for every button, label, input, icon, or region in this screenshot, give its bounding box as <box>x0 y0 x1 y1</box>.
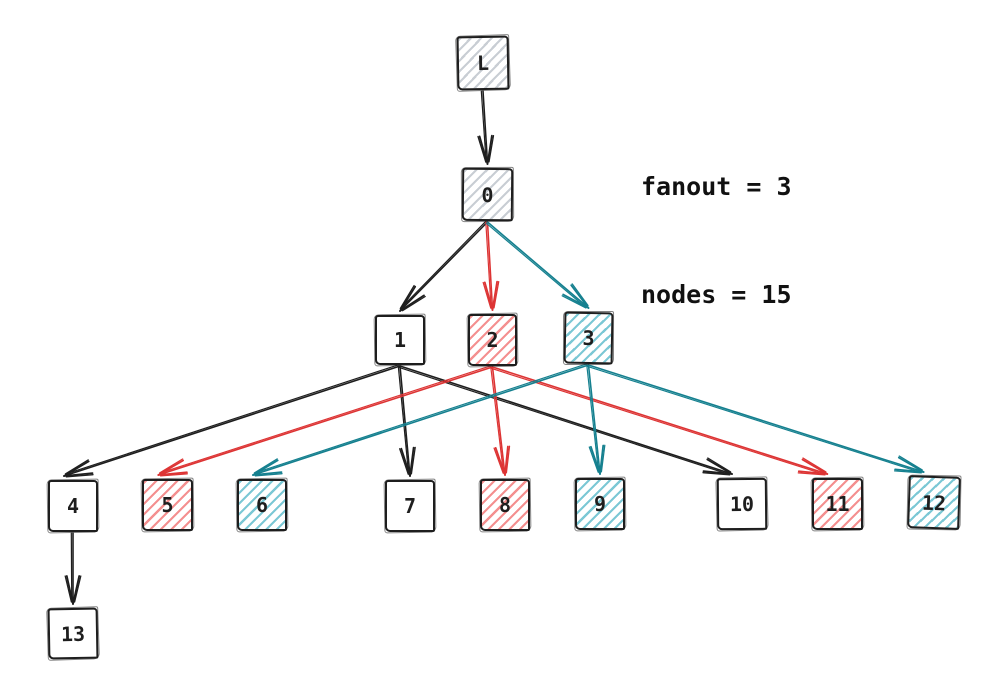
node-7: 7 <box>385 480 435 532</box>
node-label: 7 <box>403 494 417 518</box>
node-label: 1 <box>393 328 407 352</box>
edge-1-10 <box>398 365 733 476</box>
annotation-nodes: nodes = 15 <box>641 280 792 309</box>
node-9: 9 <box>575 478 625 530</box>
edge-0-3 <box>485 221 590 309</box>
node-label: 5 <box>161 493 174 517</box>
node-0: 0 <box>461 167 514 222</box>
node-8: 8 <box>480 479 530 531</box>
node-label: 12 <box>921 490 947 515</box>
edge-3-9 <box>586 364 606 475</box>
node-12: 12 <box>907 475 961 530</box>
node-label: L <box>476 50 490 76</box>
edge-3-12 <box>587 364 925 474</box>
edge-3-6 <box>252 362 590 477</box>
node-label: 11 <box>825 492 850 516</box>
edge-2-8 <box>490 366 511 476</box>
edge-2-11 <box>491 366 829 476</box>
node-5: 5 <box>142 479 193 531</box>
node-label: 6 <box>255 493 269 517</box>
node-label: 10 <box>729 491 755 517</box>
edge-1-4 <box>63 363 401 478</box>
node-L: L <box>456 35 510 91</box>
node-13: 13 <box>47 607 99 660</box>
edge-1-7 <box>397 365 416 477</box>
node-label: 2 <box>486 328 499 352</box>
node-10: 10 <box>716 477 768 531</box>
node-label: 8 <box>498 493 512 517</box>
edge-0-2 <box>482 221 500 311</box>
annotation-block: fanout = 3 nodes = 15 <box>641 97 792 385</box>
node-6: 6 <box>237 479 287 531</box>
node-label: 9 <box>593 492 607 516</box>
node-label: 3 <box>582 325 595 351</box>
edge-2-5 <box>157 364 494 477</box>
edge-0-1 <box>399 220 489 312</box>
edge-4-13 <box>64 532 82 605</box>
node-3: 3 <box>563 311 614 365</box>
edge-L-0 <box>477 90 495 165</box>
node-11: 11 <box>812 478 863 530</box>
node-4: 4 <box>48 480 98 532</box>
node-1: 1 <box>375 315 425 365</box>
annotation-fanout: fanout = 3 <box>641 172 792 201</box>
node-label: 0 <box>481 182 494 207</box>
node-2: 2 <box>468 314 517 366</box>
node-label: 4 <box>66 494 80 518</box>
node-label: 13 <box>60 621 86 646</box>
